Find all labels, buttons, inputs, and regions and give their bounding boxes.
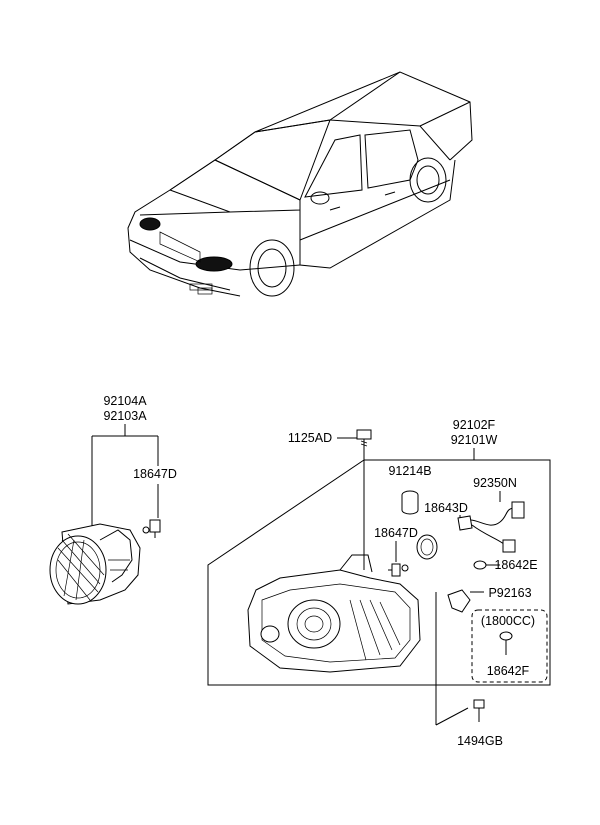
label-1800CC: (1800CC) — [481, 614, 535, 628]
label-18642E: 18642E — [494, 558, 537, 572]
headlamp-frame — [207, 459, 551, 686]
label-92104A: 92104A — [103, 394, 147, 408]
label-18643D: 18643D — [424, 501, 468, 515]
engine-note-box — [471, 609, 548, 683]
label-18647D-fog: 18647D — [133, 467, 177, 481]
headlamp-group: 92102F 92101W 1125AD 91214B 18643D 92350… — [207, 418, 551, 748]
cap-part — [401, 490, 419, 515]
fog-bulb-part — [142, 519, 161, 538]
label-92103A: 92103A — [103, 409, 147, 423]
fog-lamp-group: 92104A 92103A 18647D — [49, 394, 177, 605]
car-illustration — [127, 71, 473, 297]
inner-bulb-part — [388, 563, 409, 577]
wiring-part — [457, 501, 525, 553]
headlamp-part — [247, 554, 421, 673]
label-92101W: 92101W — [451, 433, 498, 447]
fog-lamp-part — [49, 523, 141, 605]
label-92102F: 92102F — [453, 418, 496, 432]
bulb-1800-part — [499, 631, 513, 655]
p-cap-part — [447, 589, 471, 613]
label-1125AD: 1125AD — [288, 431, 332, 445]
screw-part — [356, 429, 372, 448]
label-91214B: 91214B — [388, 464, 431, 478]
label-18642F: 18642F — [487, 664, 530, 678]
side-bulb-part — [473, 560, 490, 570]
bolt-part — [473, 699, 485, 722]
label-92350N: 92350N — [473, 476, 517, 490]
label-18647D-head: 18647D — [374, 526, 418, 540]
label-P92163: P92163 — [488, 586, 531, 600]
fog-leader-lines — [91, 424, 159, 530]
ring-part — [416, 534, 438, 560]
label-1494GB: 1494GB — [457, 734, 503, 748]
